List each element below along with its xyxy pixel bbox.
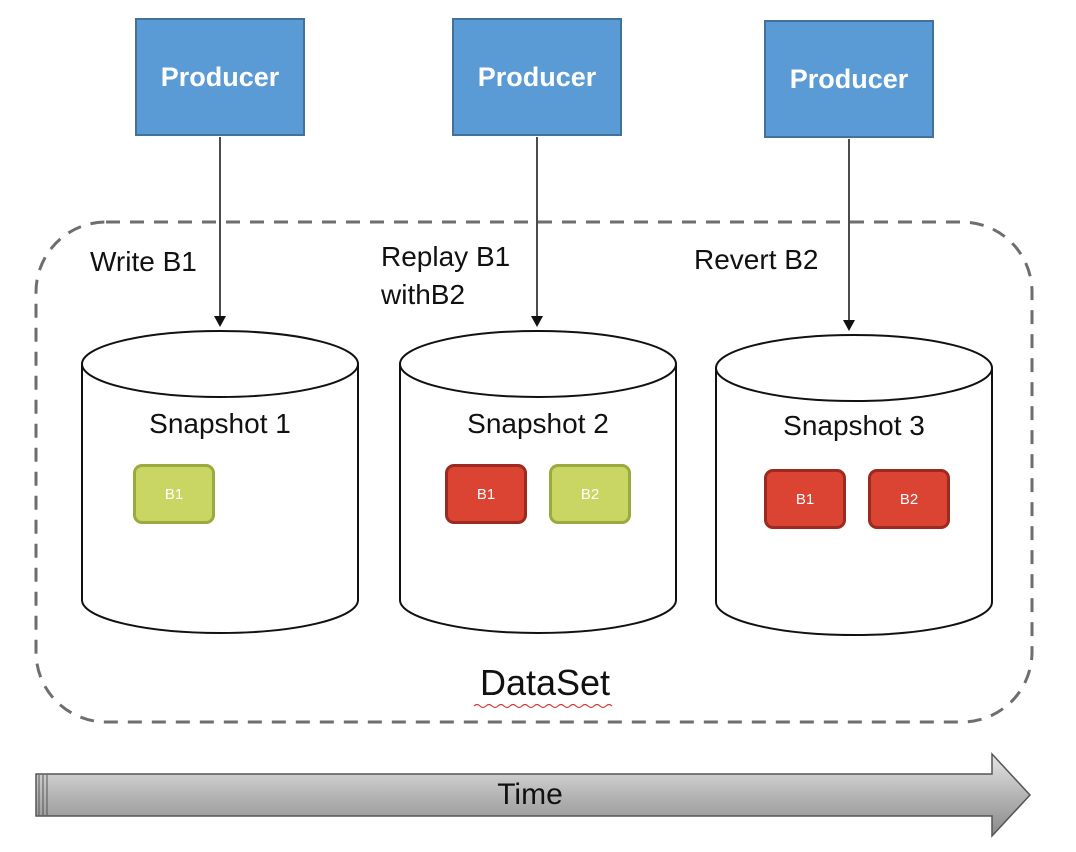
connector-arrow-2 <box>531 137 543 327</box>
dataset-label: DataSet <box>479 662 611 703</box>
connector-arrow-1 <box>214 137 226 327</box>
producer-box-3: Producer <box>764 20 934 138</box>
block-b1-snapshot-1: B1 <box>133 464 215 524</box>
spellcheck-underline <box>473 703 613 709</box>
producer-box-1: Producer <box>135 18 305 136</box>
snapshot-cylinder-3 <box>715 334 993 636</box>
time-arrow <box>35 752 1032 838</box>
snapshot-cylinder-1 <box>81 330 359 634</box>
operation-label-replay-line2: withB2 <box>381 279 466 310</box>
connector-arrow-3 <box>843 139 855 331</box>
operation-label-write: Write B1 <box>90 246 197 277</box>
operation-label-replay-line1: Replay B1 <box>381 241 511 272</box>
snapshot-label-3: Snapshot 3 <box>783 410 925 441</box>
block-b2-snapshot-3: B2 <box>868 469 950 529</box>
snapshot-cylinder-2 <box>399 330 677 634</box>
block-b1-snapshot-3: B1 <box>764 469 846 529</box>
dataset-boundary <box>34 220 1034 724</box>
block-b1-snapshot-2: B1 <box>445 464 527 524</box>
operation-label-revert: Revert B2 <box>694 244 819 275</box>
producer-box-2: Producer <box>452 18 622 136</box>
block-b2-snapshot-2: B2 <box>549 464 631 524</box>
snapshot-label-2: Snapshot 2 <box>467 408 609 439</box>
operation-label-replay: Replay B1 withB2 <box>381 238 510 314</box>
time-label: Time <box>497 778 563 811</box>
snapshot-label-1: Snapshot 1 <box>149 408 291 439</box>
